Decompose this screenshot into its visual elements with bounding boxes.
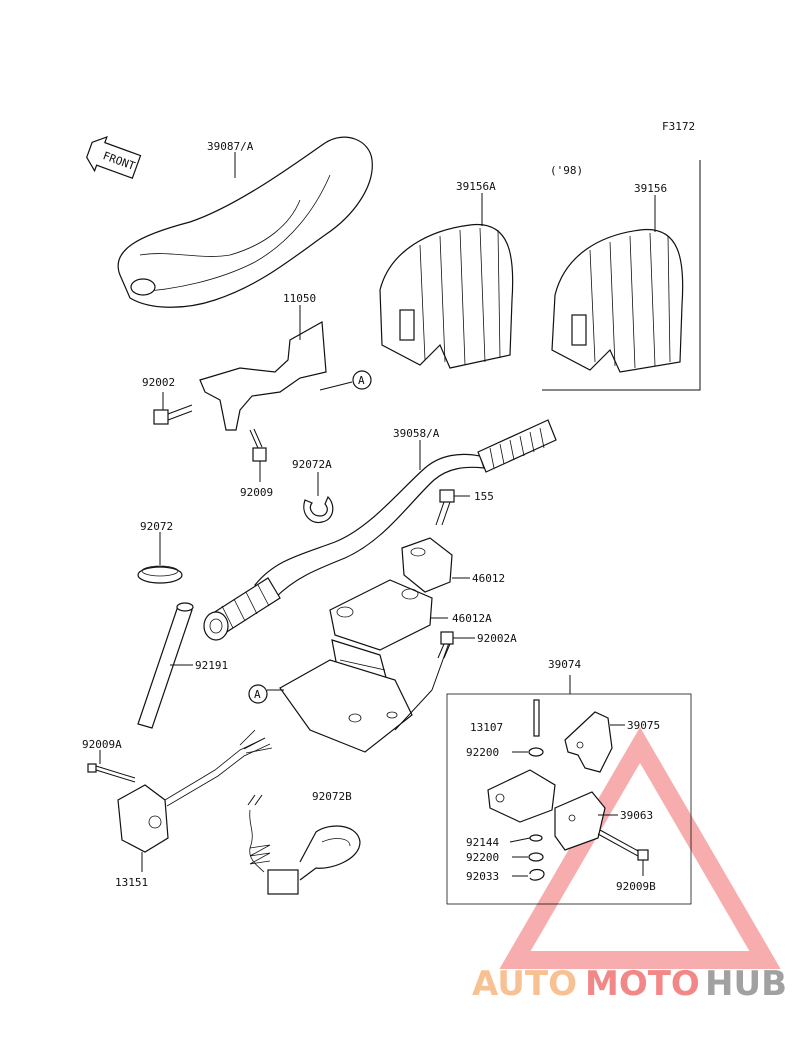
label-clamp-92072: 92072	[140, 520, 173, 533]
bolt-155-drawing	[435, 489, 470, 526]
washer-92200-top-drawing	[512, 747, 544, 757]
clamp-92072a-drawing	[303, 472, 334, 524]
label-washer-bottom: 92200	[466, 851, 499, 864]
bolt-92009a-drawing	[87, 750, 136, 783]
handlebar-drawing	[203, 419, 557, 641]
ring-92033-drawing	[512, 868, 545, 881]
label-pin: 13107	[470, 721, 503, 734]
ref-marker-a-bottom-label: A	[254, 688, 261, 701]
pin-13107-drawing	[533, 699, 540, 737]
label-clamp-92072a: 92072A	[292, 458, 332, 471]
pad-39156-drawing	[551, 195, 684, 373]
holder-46012-drawing	[401, 537, 470, 593]
label-bolt-92002: 92002	[142, 376, 175, 389]
bolt-92002a-drawing	[437, 631, 475, 659]
watermark-part1: AUTO	[472, 964, 577, 1004]
label-bolt-92009a: 92009A	[82, 738, 122, 751]
lever-assembly-box	[446, 675, 692, 905]
label-washer-top: 92200	[466, 746, 499, 759]
washer-92200-bottom-drawing	[512, 852, 544, 862]
clamp-92072b-drawing	[247, 794, 361, 895]
label-clamp-92072b: 92072B	[312, 790, 352, 803]
bolt-92009-drawing	[249, 428, 267, 482]
watermark-triangle-icon	[499, 727, 781, 969]
tube-92191-drawing	[137, 602, 194, 729]
watermark-part2: MOTO	[585, 964, 700, 1004]
ref-marker-a-bottom	[248, 684, 268, 704]
front-arrow-icon: FRONT	[86, 135, 142, 179]
bracket-drawing	[199, 305, 353, 431]
bolt-92009b-drawing	[597, 829, 649, 876]
spring-92144-drawing	[509, 834, 543, 843]
block-39063-drawing	[554, 791, 618, 851]
ref-marker-a-top-label: A	[358, 374, 365, 387]
pad-39156a-drawing	[379, 193, 514, 369]
label-pad-39156a: 39156A	[456, 180, 496, 193]
bolt-92002-drawing	[153, 392, 193, 425]
label-bolt-92009b: 92009B	[616, 880, 656, 893]
holder-46012a-drawing	[279, 579, 451, 753]
ref-marker-a-top	[352, 370, 372, 390]
label-spring: 92144	[466, 836, 499, 849]
seat-cover-drawing	[117, 136, 373, 308]
label-lever-39075: 39075	[627, 719, 660, 732]
lever-bracket-drawing	[487, 769, 556, 823]
year-bracket	[542, 160, 701, 391]
watermark-text: AUTO MOTO HUB	[472, 964, 787, 1004]
label-holder-46012a: 46012A	[452, 612, 492, 625]
watermark-part3: HUB	[705, 964, 787, 1004]
label-tube: 92191	[195, 659, 228, 672]
label-bolt-155: 155	[474, 490, 494, 503]
year-note: ('98)	[550, 164, 583, 177]
label-pad-39156: 39156	[634, 182, 667, 195]
label-bolt-92009: 92009	[240, 486, 273, 499]
label-block-39063: 39063	[620, 809, 653, 822]
switch-13151-drawing	[117, 729, 273, 872]
label-ring: 92033	[466, 870, 499, 883]
lever-39075-drawing	[564, 711, 625, 773]
label-holder-46012: 46012	[472, 572, 505, 585]
clamp-92072-drawing	[137, 532, 183, 584]
label-switch: 13151	[115, 876, 148, 889]
label-lever-assembly: 39074	[548, 658, 581, 671]
label-bracket: 11050	[283, 292, 316, 305]
figure-code: F3172	[662, 120, 695, 133]
label-handlebar: 39058/A	[393, 427, 440, 440]
label-seat-cover: 39087/A	[207, 140, 254, 153]
label-bolt-92002a: 92002A	[477, 632, 517, 645]
